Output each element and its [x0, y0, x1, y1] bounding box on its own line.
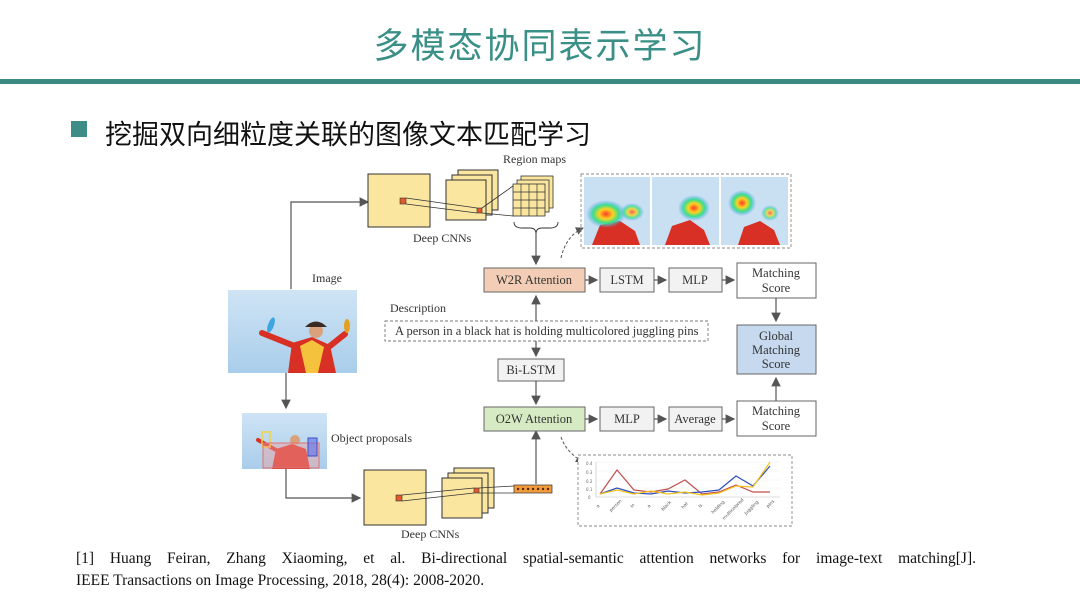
caption-box: [384, 320, 709, 342]
matching-score-bottom-line2: Score: [762, 419, 791, 433]
word-tick-5: hat: [680, 501, 690, 511]
caption-text: A person in a black hat is holding multi…: [395, 324, 699, 338]
deep-cnns-bottom-label: Deep CNNs: [401, 527, 460, 541]
bullet-square: [71, 121, 87, 137]
heatmap-2: [652, 177, 719, 245]
matching-score-bottom-line1: Matching: [752, 404, 801, 418]
deep-cnn-bottom: [363, 467, 553, 526]
word-tick-10: pins: [765, 498, 776, 509]
image-label: Image: [312, 271, 342, 285]
deep-cnns-top-label: Deep CNNs: [413, 231, 472, 245]
w2r-attention-label: W2R Attention: [496, 273, 573, 287]
word-tick-6: is: [697, 502, 704, 509]
w2r-attention-box: [483, 267, 586, 293]
slide-title: 多模态协同表示学习: [373, 27, 707, 67]
region-maps-brace: [513, 221, 559, 235]
heatmap-3: [721, 177, 788, 245]
proposals-to-cnn-arrow: [285, 469, 362, 503]
input-image: [228, 290, 357, 373]
mlp-bottom-box: [599, 406, 655, 432]
w2r-to-heatmaps-arrow: [560, 227, 584, 259]
average-box: [668, 406, 723, 432]
bi-lstm-label: Bi-LSTM: [506, 363, 555, 377]
global-score-line2: Matching: [752, 343, 801, 357]
global-matching-score-box: [736, 324, 817, 375]
bi-lstm-box: [497, 358, 565, 382]
reference-citation: [1] Huang Feiran, Zhang Xiaoming, et al.…: [76, 548, 976, 592]
global-score-line1: Global: [759, 329, 794, 343]
global-score-line3: Score: [762, 357, 791, 371]
word-tick-3: a: [647, 504, 653, 510]
word-tick-2: in: [629, 502, 636, 509]
object-proposals-label: Object proposals: [331, 431, 412, 445]
o2w-attention-label: O2W Attention: [496, 412, 573, 426]
title-rule: [0, 79, 1080, 84]
bullet-text: 挖掘双向细粒度关联的图像文本匹配学习: [105, 120, 591, 151]
object-proposals-image: [242, 413, 327, 469]
y-tick-4: 0: [588, 495, 591, 500]
matching-score-top-box: [736, 262, 817, 299]
matching-score-top-line2: Score: [762, 281, 791, 295]
image-to-cnn-arrow: [290, 197, 370, 289]
reference-line-1: [1] Huang Feiran, Zhang Xiaoming, et al.…: [76, 550, 976, 567]
word-tick-0: a: [596, 504, 602, 510]
mlp-top-box: [668, 267, 723, 293]
description-label: Description: [390, 301, 446, 315]
mlp-top-label: MLP: [682, 273, 708, 287]
matching-score-top-line1: Matching: [752, 266, 801, 280]
heatmap-1: [584, 177, 650, 245]
y-tick-1: 0.3: [586, 470, 593, 475]
heatmaps-panel: [580, 173, 792, 249]
matching-score-bottom-box: [736, 400, 817, 437]
region-maps-label: Region maps: [503, 152, 566, 166]
y-tick-3: 0.1: [586, 487, 593, 492]
y-tick-0: 0.4: [586, 461, 593, 466]
average-label: Average: [674, 412, 716, 426]
lstm-label: LSTM: [610, 273, 643, 287]
deep-cnn-top: [367, 169, 554, 228]
reference-line-2: IEEE Transactions on Image Processing, 2…: [76, 572, 485, 589]
y-tick-2: 0.2: [586, 479, 593, 484]
mlp-bottom-label: MLP: [614, 412, 640, 426]
lstm-box: [599, 267, 655, 293]
